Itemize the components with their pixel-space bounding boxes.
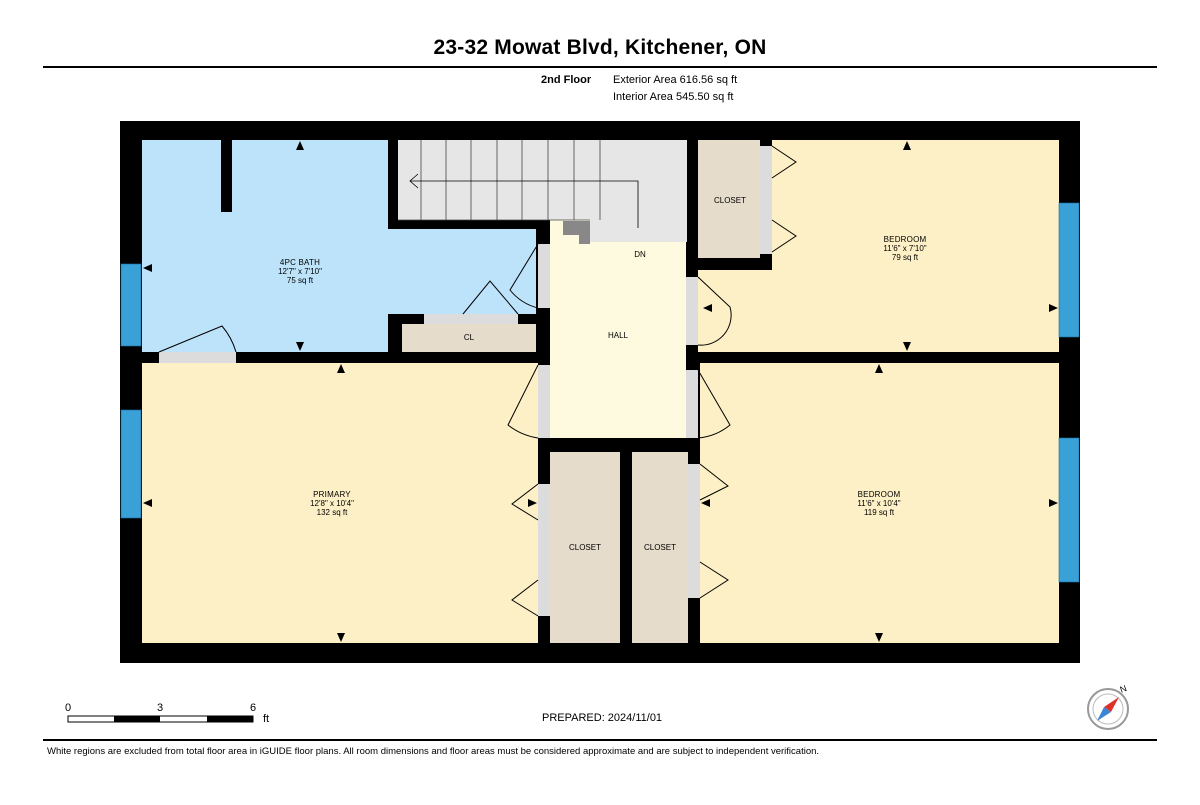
stairs-landing <box>590 220 687 242</box>
closet-right-room <box>632 452 688 643</box>
closet-top-label: CLOSET <box>713 196 746 205</box>
stair-post-2 <box>579 221 590 244</box>
scale-tick-0: 0 <box>65 702 72 714</box>
cl-room <box>402 324 536 352</box>
door-swings <box>158 145 797 617</box>
bath-room-ext <box>388 229 536 314</box>
scale-tick-6: 6 <box>250 702 257 714</box>
page-title: 23-32 Mowat Blvd, Kitchener, ON <box>433 36 767 59</box>
stairs-dn-label: DN <box>634 250 646 259</box>
hall-room <box>550 242 686 438</box>
bedroom-top-label: BEDROOM 11'6" x 7'10" 79 sq ft <box>845 235 965 262</box>
prepared-date: PREPARED: 2024/11/01 <box>542 712 663 724</box>
closet-top-room <box>698 140 760 258</box>
disclaimer: White regions are excluded from total fl… <box>47 746 820 757</box>
floor-label: 2nd Floor <box>541 74 592 86</box>
primary-label: PRIMARY 12'8" x 10'4" 132 sq ft <box>272 490 392 517</box>
primary-dims: 12'8" x 10'4" <box>310 499 354 508</box>
bedroom-top-area: 79 sq ft <box>891 253 919 262</box>
bedroom-bottom-area: 119 sq ft <box>863 508 895 517</box>
bedroom-bottom-room <box>700 363 1059 643</box>
bedroom-bottom-dims: 11'6" x 10'4" <box>857 499 901 508</box>
bath-area: 75 sq ft <box>286 276 314 285</box>
closet-left-label: CLOSET <box>568 543 601 552</box>
interior-area: Interior Area 545.50 sq ft <box>613 91 734 103</box>
primary-name: PRIMARY <box>313 490 351 499</box>
door-openings <box>159 146 772 616</box>
bath-name: 4PC BATH <box>279 258 321 267</box>
stair-arrow <box>409 173 639 228</box>
bath-partition <box>221 140 232 212</box>
primary-room <box>142 363 538 643</box>
bedroom-top-name: BEDROOM <box>883 235 927 244</box>
bedroom-bottom-label: BEDROOM 11'6" x 10'4" 119 sq ft <box>819 490 939 517</box>
bath-label: 4PC BATH 12'7" x 7'10" 75 sq ft <box>240 258 360 285</box>
scale-unit: ft <box>263 713 270 725</box>
compass-icon <box>1087 688 1129 730</box>
stair-post <box>563 221 579 235</box>
hall-label: HALL <box>607 331 628 340</box>
closet-left-room <box>550 452 620 643</box>
bedroom-top-dims: 11'6" x 7'10" <box>883 244 927 253</box>
scale-bar <box>67 715 254 723</box>
bedroom-top-room <box>772 140 1059 352</box>
exterior-area: Exterior Area 616.56 sq ft <box>613 74 738 86</box>
bedroom-top-room-ext <box>698 270 798 352</box>
dimension-arrows <box>143 141 1058 642</box>
stair-treads <box>398 140 601 221</box>
bedroom-bottom-name: BEDROOM <box>857 490 901 499</box>
primary-area: 132 sq ft <box>316 508 348 517</box>
footer-rule <box>43 739 1157 741</box>
bath-room <box>142 140 388 352</box>
scale-tick-3: 3 <box>157 702 164 714</box>
cl-label: CL <box>463 333 475 342</box>
stairs-area <box>398 140 687 220</box>
header-rule <box>43 66 1157 68</box>
bath-dims: 12'7" x 7'10" <box>278 267 322 276</box>
windows <box>120 202 1080 583</box>
closet-right-label: CLOSET <box>643 543 676 552</box>
